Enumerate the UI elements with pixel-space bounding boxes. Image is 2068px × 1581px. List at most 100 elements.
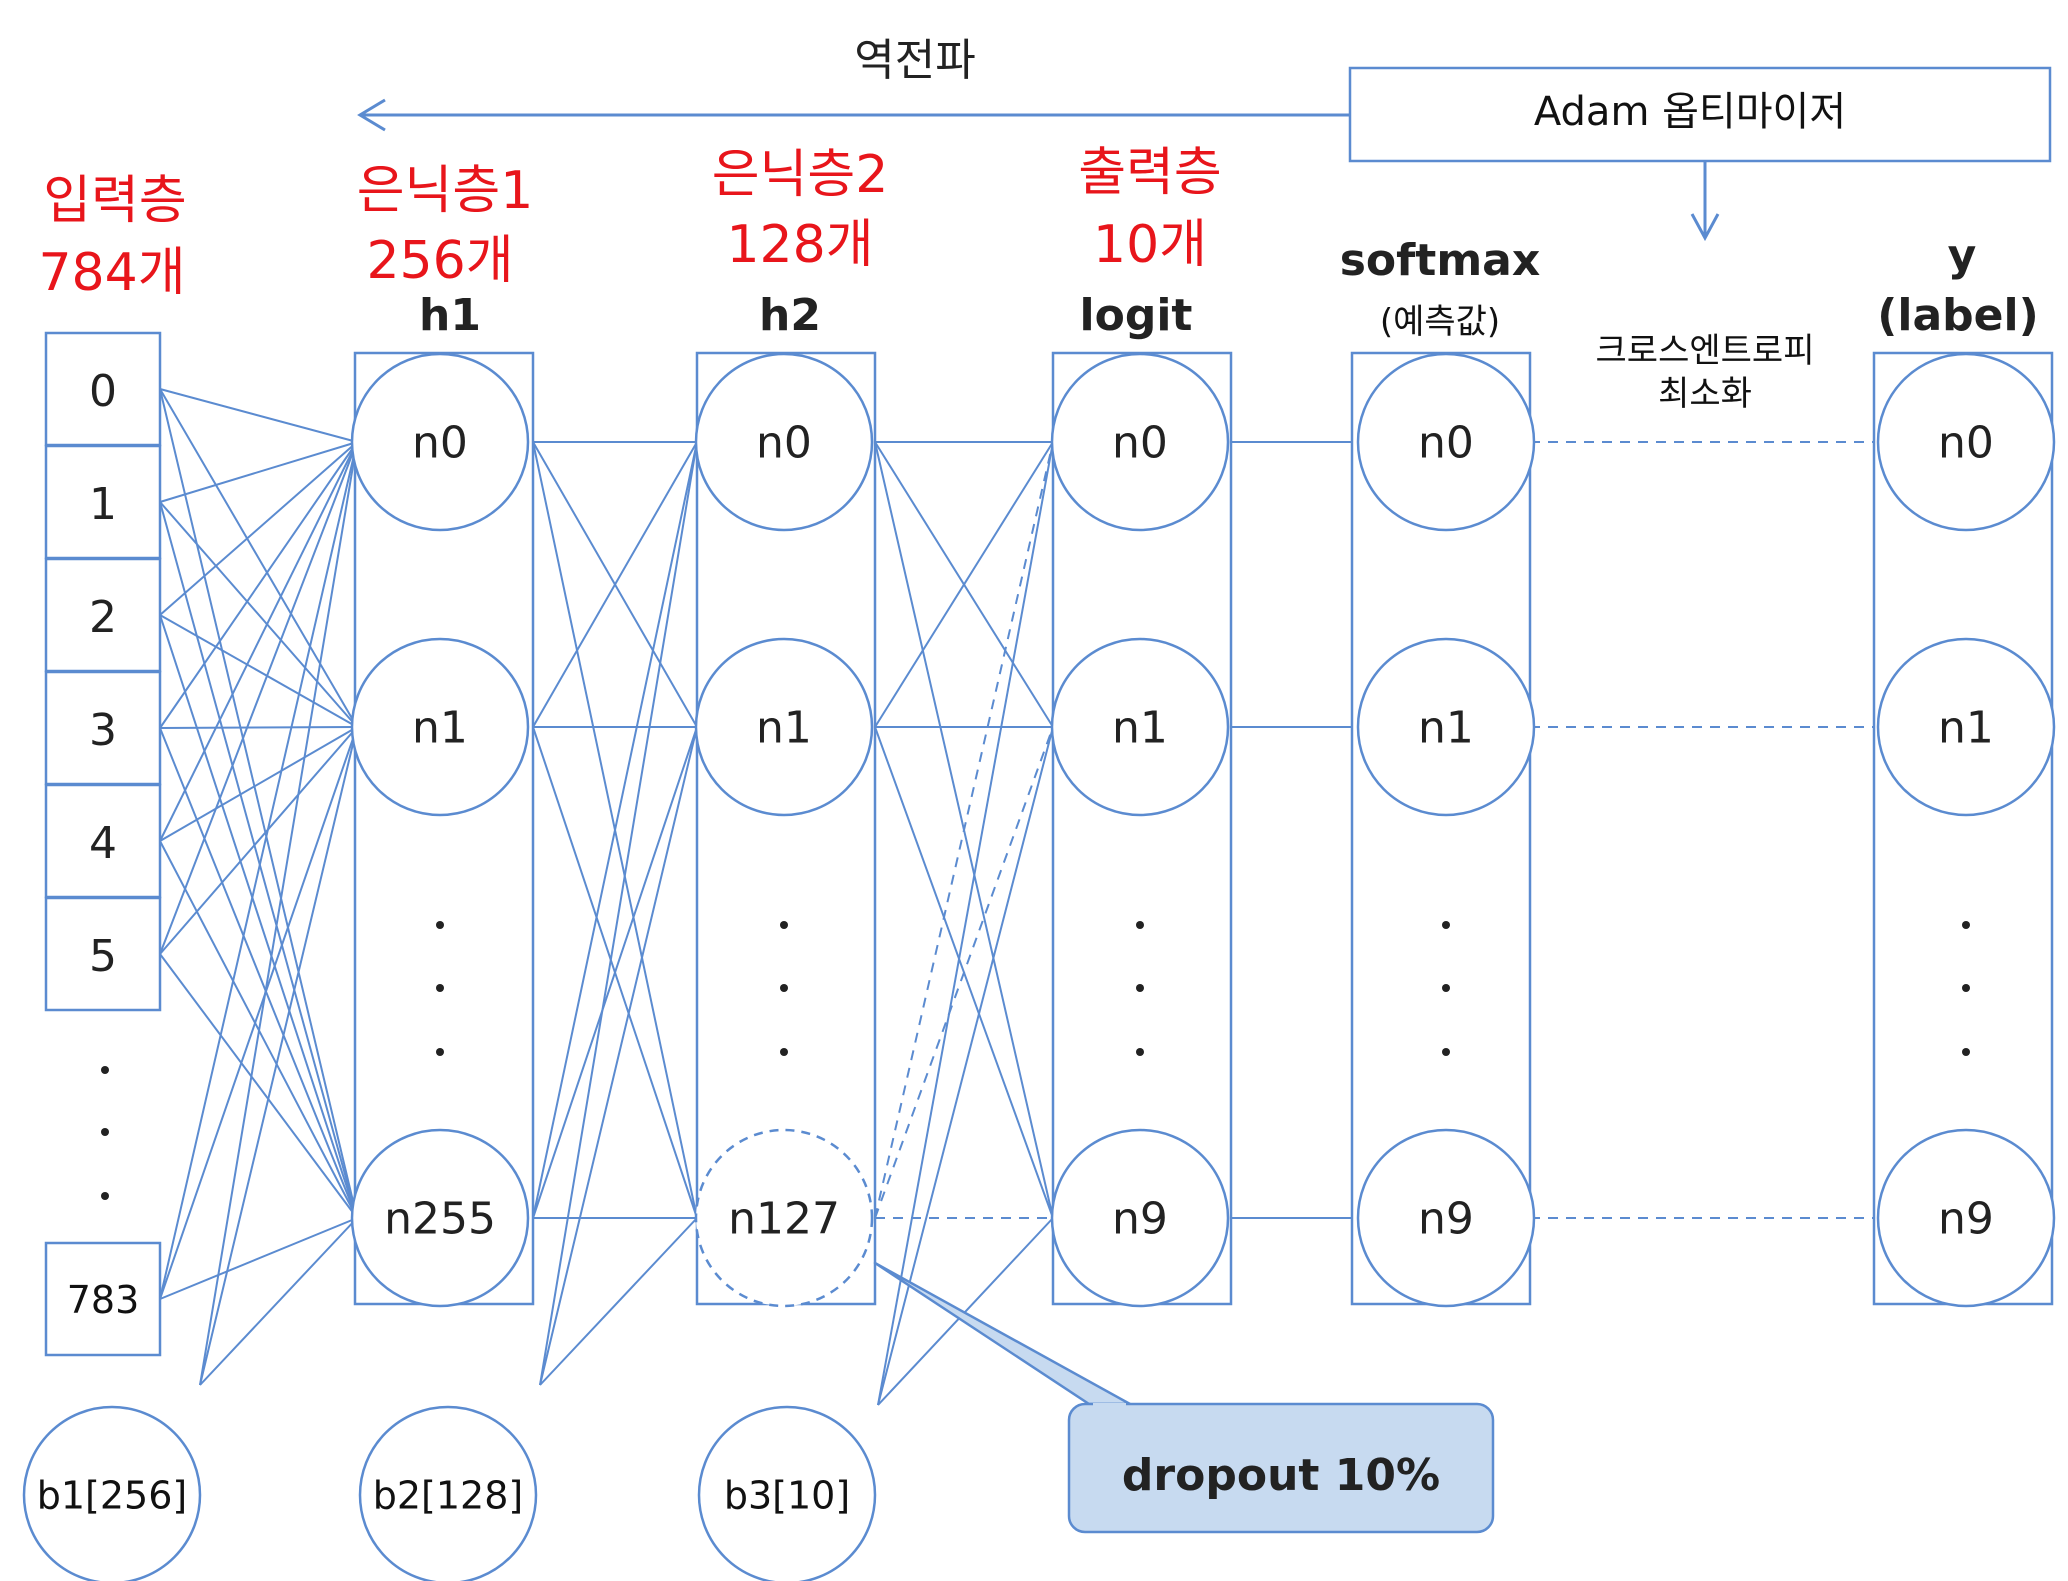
hidden1-node-n1 — [350, 637, 530, 817]
connection-line — [539, 1217, 698, 1386]
hidden2-head: h2 — [759, 290, 821, 341]
connection-line — [159, 614, 358, 1219]
loss-label-line2: 최소화 — [1658, 374, 1752, 414]
bias-node-b3 — [697, 1405, 877, 1581]
dropout-callout — [1067, 1402, 1495, 1534]
softmax-node-n0 — [1356, 352, 1536, 532]
bias-node-b3-label: b3[10] — [724, 1473, 850, 1517]
input-cell-label: 3 — [89, 705, 117, 756]
connection-line — [159, 441, 358, 503]
ellipsis-dot — [1442, 921, 1450, 929]
connection-line — [159, 441, 358, 955]
connection-line — [159, 388, 358, 728]
connection-line — [159, 388, 358, 443]
label-sub: (label) — [1877, 290, 2038, 341]
connection-line — [159, 441, 358, 842]
connection-line — [539, 441, 698, 1386]
input-cell-label: 1 — [89, 479, 117, 530]
connection-line — [159, 726, 358, 1300]
bias-node-b2-label: b2[128] — [373, 1473, 523, 1517]
connection-line — [159, 441, 358, 729]
input-layer-count: 784개 — [38, 243, 185, 303]
connection-line — [159, 501, 358, 728]
ellipsis-dot — [1962, 1048, 1970, 1056]
input-cell-box — [44, 783, 162, 899]
input-cell-box — [44, 896, 162, 1012]
connection-line — [199, 726, 358, 1386]
output-node-n9 — [1050, 1128, 1230, 1308]
connection-line — [877, 441, 1054, 1406]
label-node-n9 — [1876, 1128, 2056, 1308]
hidden1-node-n1-label: n1 — [412, 702, 468, 753]
ellipsis-dot — [101, 1066, 109, 1074]
ellipsis-dot — [1962, 921, 1970, 929]
ellipsis-dot — [1136, 921, 1144, 929]
input-layer-title: 입력층 — [43, 171, 187, 231]
bias-node-b1 — [22, 1405, 202, 1581]
hidden2-node-n1 — [694, 637, 874, 817]
connection-line — [877, 1217, 1054, 1406]
ellipsis-dots — [101, 921, 1970, 1200]
softmax-node-n9 — [1356, 1128, 1536, 1308]
connection-line — [159, 726, 358, 729]
ellipsis-dot — [101, 1192, 109, 1200]
softmax-node-n9-label: n9 — [1418, 1193, 1474, 1244]
ellipsis-dot — [1136, 984, 1144, 992]
hidden1-node-n255 — [350, 1128, 530, 1308]
input-cell-box — [44, 444, 162, 560]
softmax-node-n1-label: n1 — [1418, 702, 1474, 753]
output-node-n0 — [1050, 352, 1230, 532]
output-title: 출력층 — [1078, 143, 1222, 203]
optimizer-label: Adam 옵티마이저 — [1534, 89, 1846, 135]
optimizer-box — [1348, 66, 2052, 163]
backprop-label: 역전파 — [854, 35, 975, 86]
hidden1-title: 은닉층1 — [357, 161, 534, 221]
softmax-head: softmax — [1340, 235, 1541, 286]
label-head: y — [1948, 230, 1977, 281]
hidden1-head: h1 — [419, 290, 481, 341]
ellipsis-dot — [101, 1128, 109, 1136]
input-cell-box — [44, 331, 162, 447]
ellipsis-dot — [1442, 1048, 1450, 1056]
connection-line — [874, 726, 1054, 1219]
hidden2-count: 128개 — [726, 215, 873, 275]
hidden2-node-n127-label: n127 — [728, 1193, 840, 1244]
backprop-arrowhead — [357, 98, 386, 132]
loss-label-line1: 크로스엔트로피 — [1596, 331, 1815, 371]
hidden1-count: 256개 — [366, 231, 513, 291]
bias-node-b1-label: b1[256] — [37, 1473, 187, 1517]
label-node-n1-label: n1 — [1938, 702, 1994, 753]
output-node-n1-label: n1 — [1112, 702, 1168, 753]
hidden2-node-n0 — [694, 352, 874, 532]
ellipsis-dot — [436, 921, 444, 929]
softmax-node-n1 — [1356, 637, 1536, 817]
hidden1-node-n0-label: n0 — [412, 417, 468, 468]
connection-line — [532, 726, 698, 1219]
softmax-node-n0-label: n0 — [1418, 417, 1474, 468]
ellipsis-dot — [436, 984, 444, 992]
label-node-n0 — [1876, 352, 2056, 532]
input-cell-box — [44, 670, 162, 786]
ellipsis-dot — [780, 1048, 788, 1056]
connection-line — [874, 441, 1054, 728]
connection-line — [159, 726, 358, 842]
dropout-label: dropout 10% — [1122, 1450, 1440, 1501]
input-cell-label: 4 — [89, 818, 117, 869]
optimizer-arrowhead — [1690, 213, 1720, 242]
connection-line — [159, 388, 358, 1219]
ellipsis-dot — [1962, 984, 1970, 992]
connection-line — [159, 441, 358, 1300]
input-cell-label: 783 — [67, 1278, 140, 1322]
connection-line — [159, 441, 358, 616]
hidden1-node-n255-label: n255 — [384, 1193, 496, 1244]
connection-line — [159, 727, 358, 1219]
hidden1-node-n0 — [350, 352, 530, 532]
label-node-n9-label: n9 — [1938, 1193, 1994, 1244]
connection-line — [199, 441, 358, 1386]
ellipsis-dot — [1442, 984, 1450, 992]
output-node-n1 — [1050, 637, 1230, 817]
hidden2-node-n1-label: n1 — [756, 702, 812, 753]
output-count: 10개 — [1093, 215, 1207, 275]
label-node-n1 — [1876, 637, 2056, 817]
